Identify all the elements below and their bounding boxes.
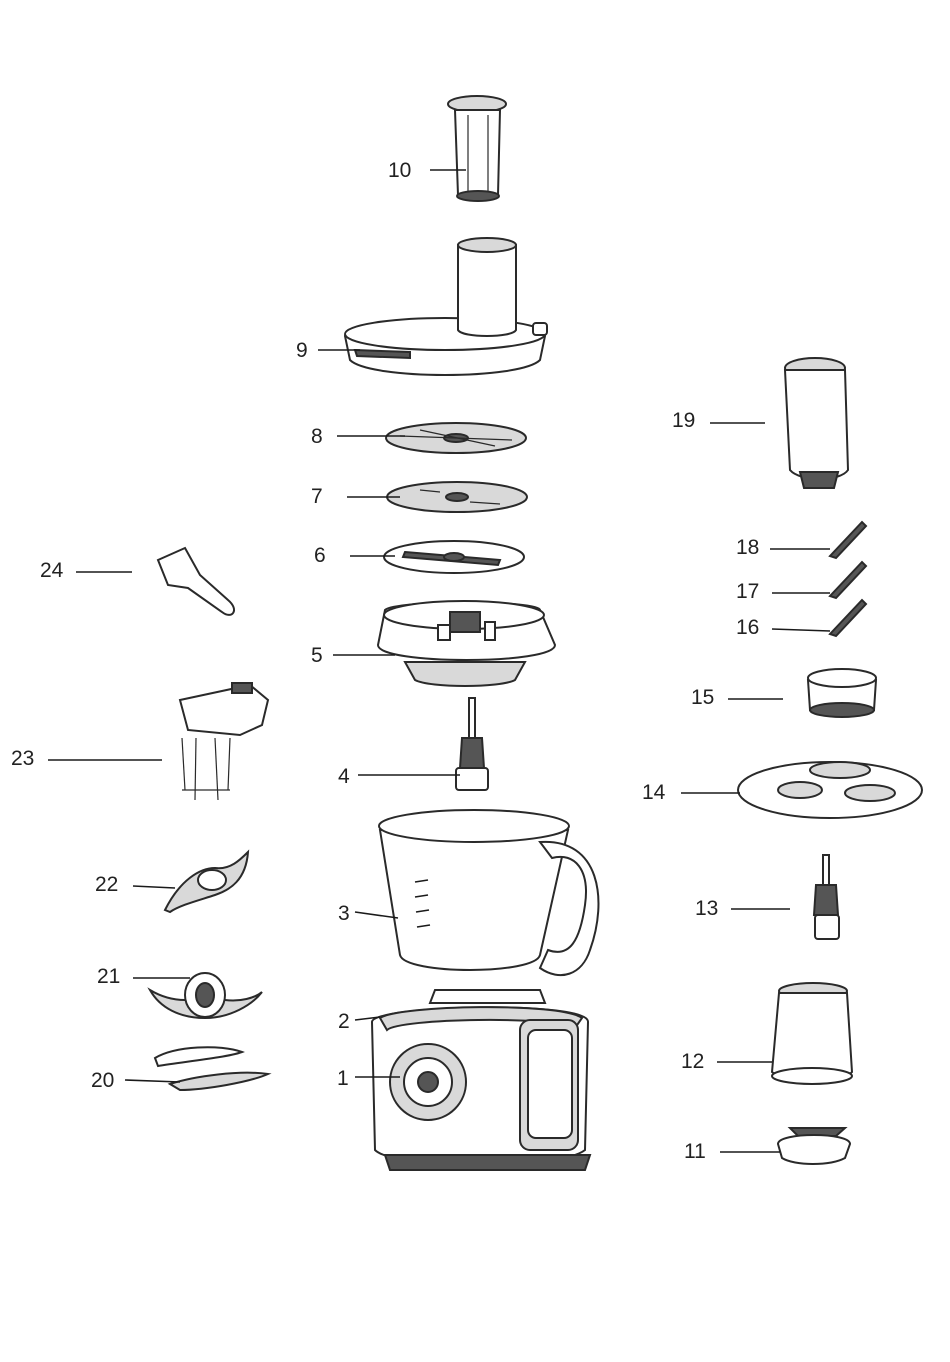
part-21-chopping-blade (150, 973, 262, 1018)
label-part-19: 19 (672, 410, 695, 431)
part-6-disc (384, 541, 524, 573)
part-22-blade (165, 852, 248, 912)
label-part-9: 9 (296, 340, 308, 361)
label-part-4: 4 (338, 766, 350, 787)
label-part-11: 11 (684, 1141, 706, 1162)
label-part-3: 3 (338, 903, 350, 924)
label-part-20: 20 (91, 1070, 114, 1091)
part-11-blade-base (778, 1128, 850, 1164)
part-13-spindle (814, 855, 839, 939)
label-part-23: 23 (11, 748, 34, 769)
part-15-coupling (808, 669, 876, 717)
part-19-feed-chute (785, 358, 848, 488)
part-7-slicing-disc (387, 482, 527, 512)
part-10-food-pusher (448, 96, 506, 201)
label-part-16: 16 (736, 617, 759, 638)
label-part-24: 24 (40, 560, 63, 581)
label-part-2: 2 (338, 1011, 350, 1032)
part-9-lid (345, 238, 547, 375)
part-12-mill-cup (772, 983, 852, 1084)
label-part-18: 18 (736, 537, 759, 558)
part-14-tray (738, 762, 922, 818)
part-24-spatula (158, 548, 234, 615)
part-23-whisk (180, 683, 268, 800)
part-16-17-18-blades (830, 522, 866, 636)
label-part-8: 8 (311, 426, 323, 447)
label-part-7: 7 (311, 486, 323, 507)
label-part-15: 15 (691, 687, 714, 708)
label-part-14: 14 (642, 782, 665, 803)
label-part-21: 21 (97, 966, 120, 987)
label-part-12: 12 (681, 1051, 704, 1072)
label-part-13: 13 (695, 898, 718, 919)
label-part-6: 6 (314, 545, 326, 566)
label-part-22: 22 (95, 874, 118, 895)
part-3-bowl (379, 810, 598, 975)
label-part-17: 17 (736, 581, 759, 602)
part-20-gaskets (155, 1047, 268, 1090)
part-1-2-motor-base (372, 990, 590, 1170)
part-4-drive-spindle (456, 698, 488, 790)
part-5-disc-holder (378, 601, 555, 686)
label-part-5: 5 (311, 645, 323, 666)
label-part-10: 10 (388, 160, 411, 181)
part-8-grating-disc (386, 423, 526, 453)
label-part-1: 1 (337, 1068, 349, 1089)
